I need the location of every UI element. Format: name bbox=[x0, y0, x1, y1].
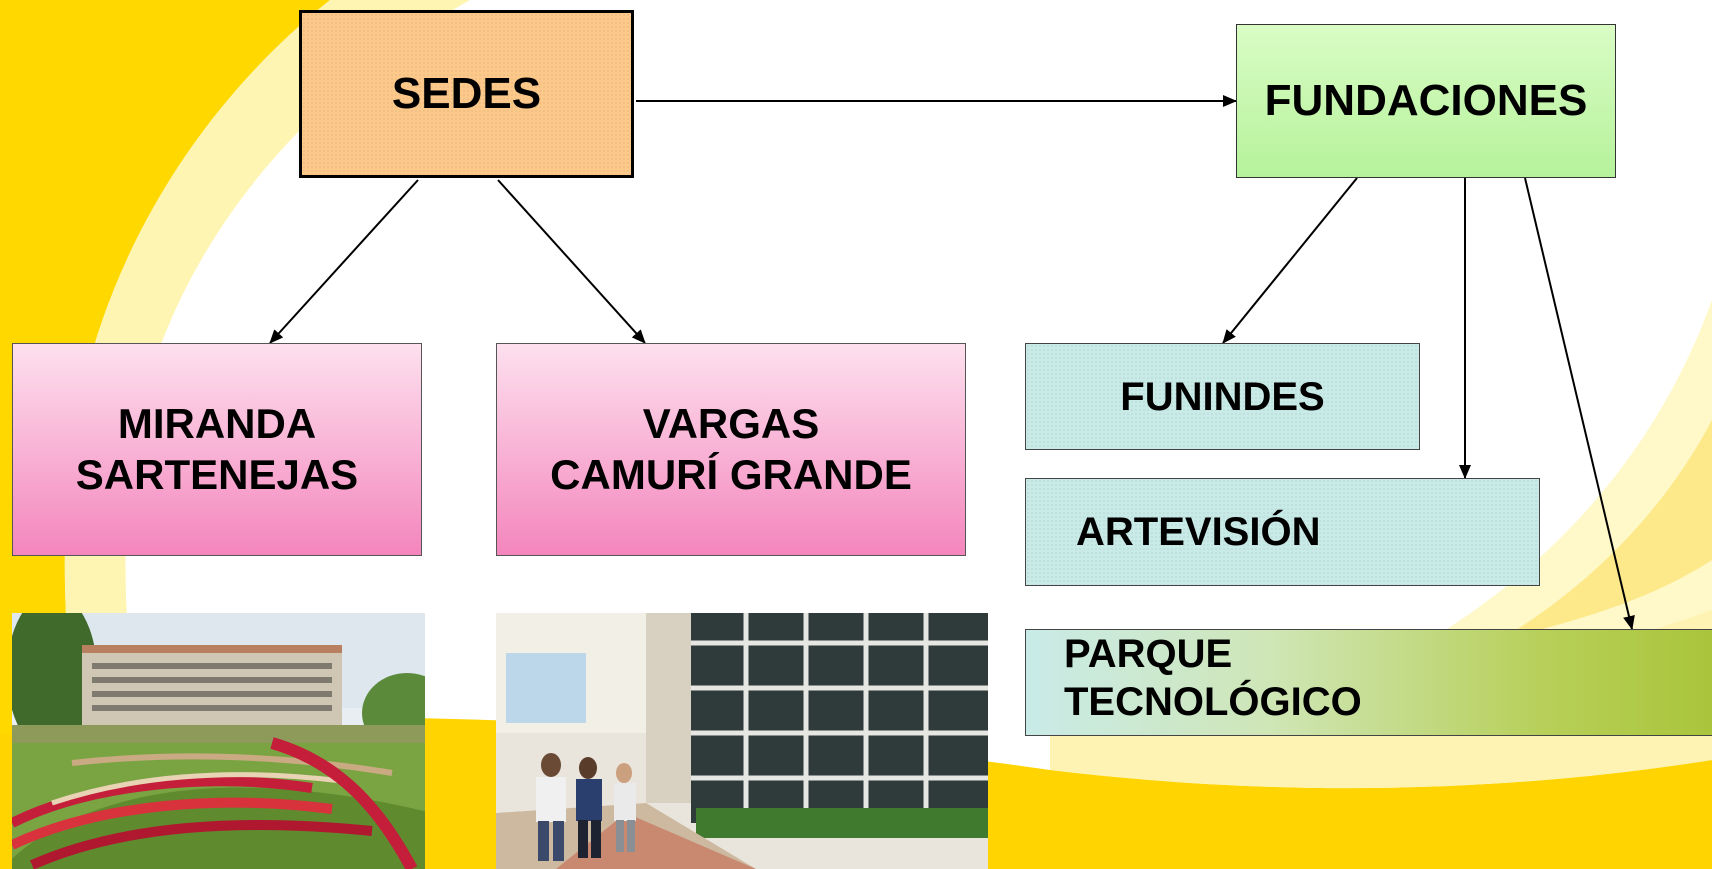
sartenejas-campus-photo bbox=[12, 613, 425, 869]
fundaciones-node: FUNDACIONES bbox=[1236, 24, 1616, 178]
funindes-label: FUNINDES bbox=[1120, 374, 1325, 419]
campus-vargas-line1: VARGAS bbox=[642, 400, 820, 448]
parque-label-line1: PARQUE bbox=[1064, 632, 1233, 676]
artevision-node: ARTEVISIÓN bbox=[1025, 478, 1540, 586]
campus-miranda-line2: SARTENEJAS bbox=[75, 450, 359, 498]
parque-label-line2: TECNOLÓGICO bbox=[1064, 680, 1362, 724]
sedes-node: SEDES bbox=[299, 10, 634, 178]
parque-tecnologico-node: PARQUE TECNOLÓGICO bbox=[1025, 629, 1712, 736]
artevision-label: ARTEVISIÓN bbox=[1076, 510, 1321, 554]
campus-node-miranda: MIRANDA SARTENEJAS bbox=[12, 343, 422, 556]
campus-vargas-line2: CAMURÍ GRANDE bbox=[550, 450, 912, 498]
funindes-node: FUNINDES bbox=[1025, 343, 1420, 450]
campus-miranda-line1: MIRANDA bbox=[117, 400, 317, 448]
vargas-campus-photo bbox=[496, 613, 988, 869]
fundaciones-label: FUNDACIONES bbox=[1264, 75, 1588, 125]
campus-node-vargas: VARGAS CAMURÍ GRANDE bbox=[496, 343, 966, 556]
sedes-label: SEDES bbox=[391, 68, 542, 118]
